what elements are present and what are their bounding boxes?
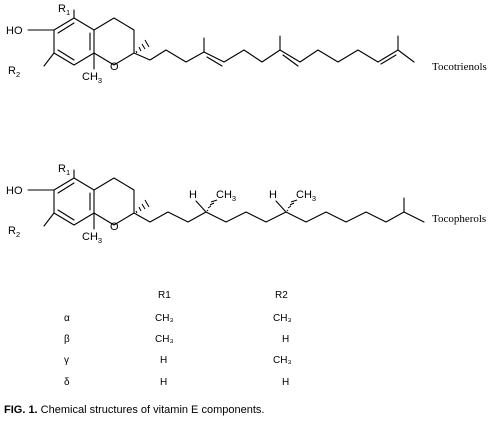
table-header-r2: R2 bbox=[275, 290, 288, 301]
methyl-label: CH3 bbox=[82, 231, 102, 245]
ring-oxygen-label: O bbox=[110, 61, 119, 73]
r2-label: R2 bbox=[8, 65, 20, 79]
tocopherols-name: Tocopherols bbox=[432, 213, 486, 225]
tocotrienol-structure: R1 HO R2 O CH3 Tocotrienols bbox=[6, 3, 487, 85]
table-row-form: γ bbox=[64, 355, 69, 366]
figure-caption: FIG. 1. Chemical structures of vitamin E… bbox=[4, 404, 264, 416]
r1-label: R1 bbox=[58, 3, 70, 17]
tocotrienols-name: Tocotrienols bbox=[432, 61, 487, 73]
hydroxyl-label: HO bbox=[6, 185, 23, 197]
substituent-table: R1 R2 α CH₃ CH₃ β CH₃ H γ H CH₃ δ H H bbox=[64, 290, 292, 388]
table-row-r1: H bbox=[160, 377, 167, 388]
ring-oxygen-label: O bbox=[110, 221, 119, 233]
table-row-r1: CH₃ bbox=[155, 334, 174, 345]
table-row-r2: CH₃ bbox=[273, 355, 292, 366]
chemical-structures-figure: R1 HO R2 O CH3 Tocotrienols R1 HO R2 bbox=[6, 3, 487, 388]
table-row-r2: CH₃ bbox=[273, 313, 292, 324]
stereo-methyl-label: CH3 bbox=[296, 189, 316, 203]
figure-number: FIG. 1. bbox=[4, 404, 38, 416]
table-row-r1: CH₃ bbox=[155, 313, 174, 324]
table-row-r1: H bbox=[160, 355, 167, 366]
methyl-label: CH3 bbox=[82, 71, 102, 85]
chromanol-ring bbox=[27, 9, 150, 70]
table-row-r2: H bbox=[282, 377, 289, 388]
hydroxyl-label: HO bbox=[6, 25, 23, 37]
table-row-form: α bbox=[64, 313, 70, 324]
table-row-form: δ bbox=[64, 377, 70, 388]
caption-text: Chemical structures of vitamin E compone… bbox=[37, 404, 265, 416]
table-row-r2: H bbox=[282, 334, 289, 345]
tocotrienol-side-chain bbox=[133, 49, 415, 63]
tocopherol-side-chain bbox=[133, 211, 425, 223]
table-header-r1: R1 bbox=[158, 290, 171, 301]
stereo-hydrogen-label: H bbox=[189, 189, 197, 201]
stereo-methyl-label: CH3 bbox=[216, 189, 236, 203]
r2-label: R2 bbox=[8, 225, 20, 239]
r1-label: R1 bbox=[58, 163, 70, 177]
chromanol-ring bbox=[27, 169, 150, 230]
table-row-form: β bbox=[64, 334, 70, 345]
stereo-hydrogen-label: H bbox=[269, 189, 277, 201]
tocopherol-structure: R1 HO R2 O CH3 H CH3 H CH3 Tocopherols bbox=[6, 163, 486, 245]
